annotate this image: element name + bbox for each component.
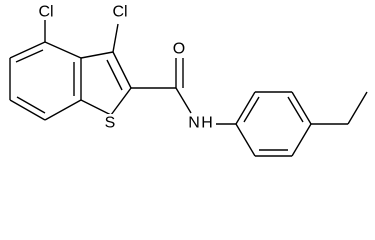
bond-c3-c2 — [112, 51, 132, 89]
bond-c3p-c4p — [291, 91, 312, 125]
thiophene-ring — [80, 51, 132, 116]
bond-c6-c7-inner — [16, 96, 46, 114]
bond-carbonyl-n — [175, 87, 192, 114]
bond-c3-cl — [112, 23, 119, 53]
ethyl-group — [311, 91, 368, 125]
amide-nitrogen-label: N — [188, 115, 200, 132]
atom-labels: Cl Cl O S N H — [36, 4, 216, 132]
bond-c4-c5 — [9, 41, 46, 59]
bond-s1-c7a — [80, 99, 112, 116]
chlorine-3-label: Cl — [112, 4, 127, 21]
bond-ch2-ch3 — [347, 91, 368, 125]
chlorine-4-label: Cl — [38, 4, 53, 21]
bond-c2-s1 — [110, 87, 132, 116]
bond-c3a-c4 — [44, 41, 82, 59]
chemical-structure-diagram: Cl Cl O S N H — [9, 4, 368, 157]
benzene-ring — [9, 41, 82, 121]
bond-c7-c7a — [44, 99, 82, 121]
bond-c4p-c5p — [291, 123, 312, 157]
bond-c6p-c1p — [235, 123, 256, 157]
bond-c4-c5-inner — [15, 49, 44, 63]
oxygen-label: O — [173, 41, 185, 58]
amide-hydrogen-label: H — [201, 115, 213, 132]
bond-c3p-c4p-inner — [287, 96, 304, 123]
bond-c1p-c2p-inner — [243, 96, 260, 123]
substituent-bonds — [44, 19, 236, 125]
sulfur-label: S — [105, 115, 116, 132]
phenyl-ring — [235, 91, 312, 157]
bond-c3-c2-inner — [106, 59, 123, 91]
bond-c1p-c2p — [235, 91, 256, 125]
bond-c3a-c3 — [80, 51, 114, 59]
bond-c6-c7 — [9, 99, 46, 121]
